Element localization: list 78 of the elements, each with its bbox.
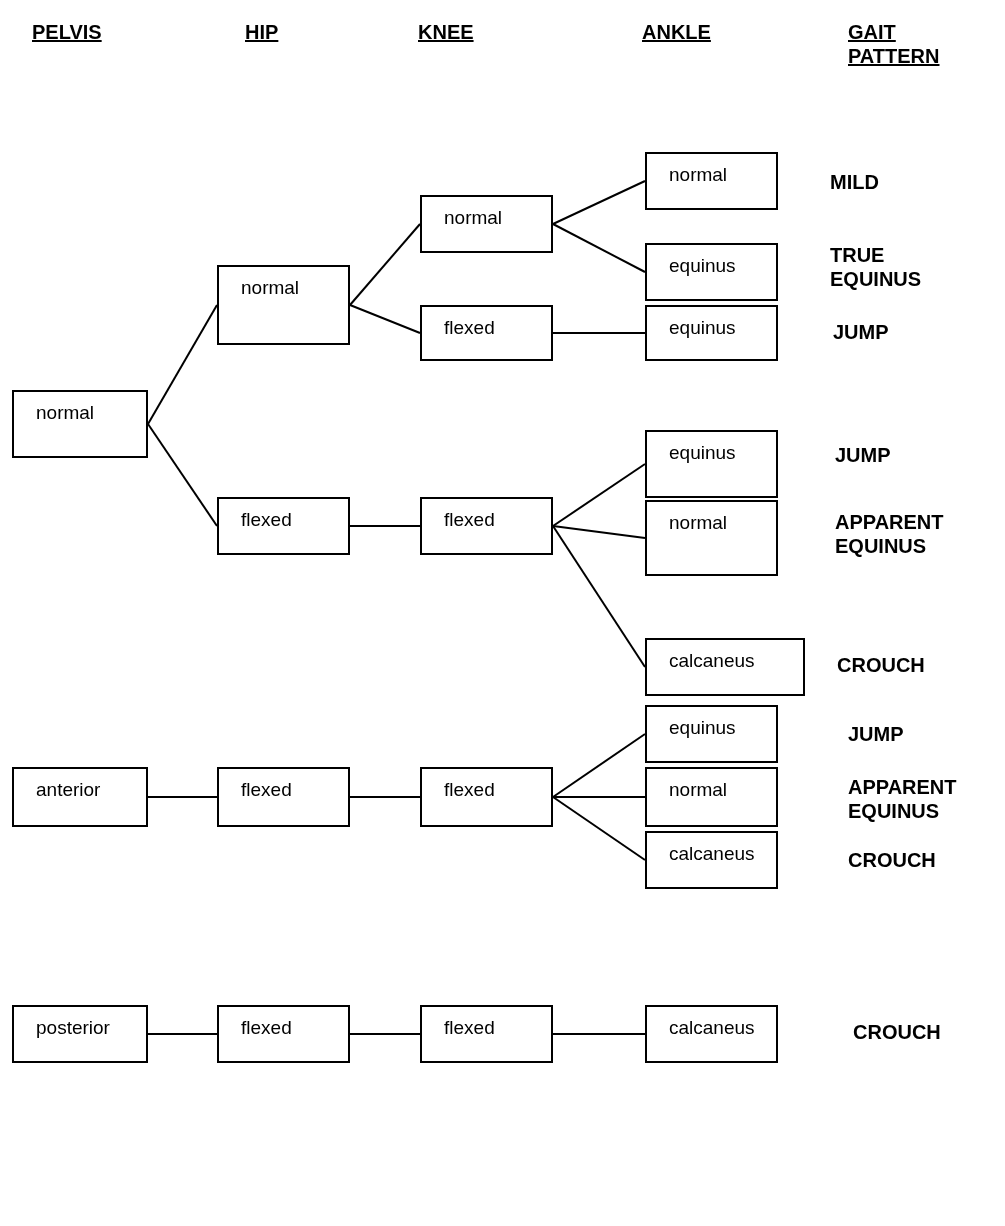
column-header: PELVIS (32, 20, 103, 44)
state-text: equinus (669, 717, 736, 738)
state-text: normal (444, 207, 503, 228)
state-text: normal (36, 402, 95, 423)
state-box (645, 767, 778, 827)
gait-pattern-label: TRUE EQUINUS (830, 243, 923, 291)
state-box (12, 390, 148, 458)
connector-line (552, 733, 646, 798)
state-text: anterior (36, 779, 101, 800)
gait-pattern-label: APPARENT EQUINUS (848, 775, 958, 823)
state-text: flexed (241, 1017, 292, 1038)
state-box (420, 767, 553, 827)
state-box (645, 152, 778, 210)
state-text: normal (669, 164, 728, 185)
state-text: flexed (241, 509, 292, 530)
gait-pattern-label: JUMP (848, 722, 905, 746)
state-text: flexed (444, 317, 495, 338)
state-box (645, 500, 778, 576)
connector-line (349, 1033, 421, 1035)
connector-line (552, 525, 646, 668)
state-box (645, 831, 778, 889)
connector-line (552, 223, 646, 273)
state-text: equinus (669, 442, 736, 463)
column-header: KNEE (418, 20, 475, 44)
connector-line (147, 796, 218, 798)
state-box (645, 305, 778, 361)
state-box (217, 265, 350, 345)
connector-line (147, 304, 218, 425)
state-text: normal (241, 277, 300, 298)
state-box (645, 638, 805, 696)
connector-line (552, 525, 646, 539)
column-header: ANKLE (642, 20, 712, 44)
connector-line (552, 180, 646, 225)
state-text: calcaneus (669, 843, 755, 864)
connector-line (552, 463, 646, 527)
state-text: normal (669, 512, 728, 533)
state-box (12, 1005, 148, 1063)
connector-line (147, 423, 218, 527)
state-text: equinus (669, 255, 736, 276)
gait-pattern-label: APPARENT EQUINUS (835, 510, 945, 558)
connector-line (349, 525, 421, 527)
state-box (645, 430, 778, 498)
gait-pattern-label: MILD (830, 170, 880, 194)
state-text: calcaneus (669, 650, 755, 671)
gait-pattern-label: CROUCH (848, 848, 937, 872)
state-text: calcaneus (669, 1017, 755, 1038)
state-box (217, 1005, 350, 1063)
connector-line (349, 304, 421, 334)
column-header: GAIT PATTERN (848, 20, 941, 68)
state-text: normal (669, 779, 728, 800)
gait-pattern-label: CROUCH (853, 1020, 942, 1044)
state-box (217, 767, 350, 827)
state-box (420, 1005, 553, 1063)
connector-line (349, 796, 421, 798)
state-box (420, 305, 553, 361)
column-header: HIP (245, 20, 280, 44)
connector-line (552, 332, 646, 334)
state-text: posterior (36, 1017, 110, 1038)
gait-pattern-label: JUMP (835, 443, 892, 467)
connector-line (349, 223, 421, 306)
state-text: flexed (444, 779, 495, 800)
connector-line (552, 796, 646, 798)
state-box (645, 243, 778, 301)
state-text: flexed (444, 1017, 495, 1038)
state-text: flexed (241, 779, 292, 800)
connector-line (147, 1033, 218, 1035)
state-box (420, 195, 553, 253)
state-text: equinus (669, 317, 736, 338)
connector-line (552, 1033, 646, 1035)
state-box (420, 497, 553, 555)
state-box (217, 497, 350, 555)
state-box (645, 705, 778, 763)
gait-pattern-label: JUMP (833, 320, 890, 344)
state-text: flexed (444, 509, 495, 530)
state-box (645, 1005, 778, 1063)
gait-pattern-label: CROUCH (837, 653, 926, 677)
state-box (12, 767, 148, 827)
connector-line (552, 796, 646, 861)
